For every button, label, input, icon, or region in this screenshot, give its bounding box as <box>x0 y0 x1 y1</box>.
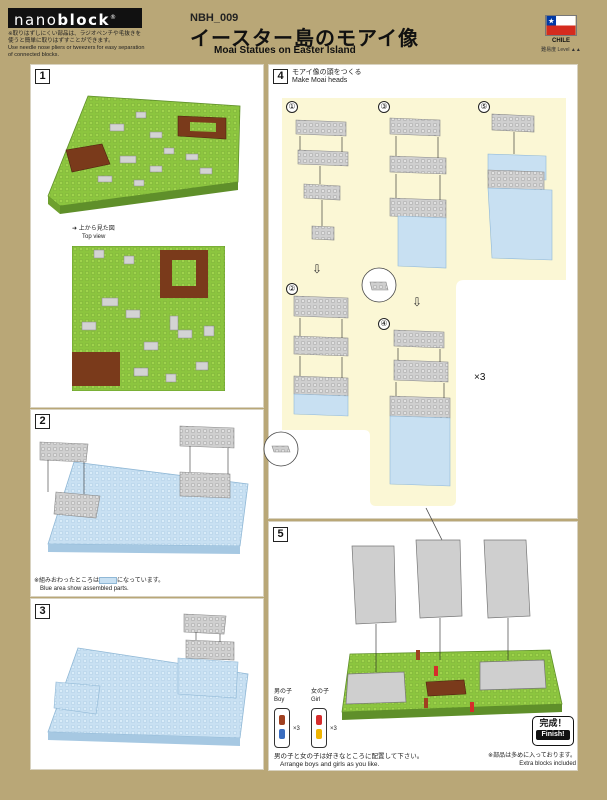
chile-flag-icon <box>545 15 577 36</box>
step-3-assembly <box>47 613 249 746</box>
level-icon: ▲▲ <box>570 47 581 53</box>
step-4-title: モアイ像の頭をつくる Make Moai heads <box>292 69 362 84</box>
sub-step-5: ⑤ <box>478 101 490 113</box>
finish-badge: 完成！ Finish! <box>532 716 574 746</box>
girl-figure-box <box>311 708 327 748</box>
boy-figure-icon <box>279 715 285 725</box>
connector-line <box>425 507 445 545</box>
sub-step-3: ③ <box>378 101 390 113</box>
step-5-finished-model <box>341 539 563 720</box>
country-label: CHILE <box>552 38 570 44</box>
step-number-2: 2 <box>35 414 50 429</box>
callout-small-brick-mid <box>361 267 397 303</box>
step-4-multiplier: ×3 <box>474 372 486 383</box>
top-view-caption: ➜ 上から見た図 Top view <box>72 226 115 240</box>
step-1-baseplate-iso <box>47 95 241 214</box>
step-1-top-view <box>72 246 225 391</box>
sub-step-4-bricks <box>389 329 451 487</box>
step-number-1: 1 <box>35 69 50 84</box>
sub-step-2-bricks <box>293 295 349 417</box>
step-number-5: 5 <box>273 527 288 542</box>
brand-logo: nanoblock® <box>8 8 142 29</box>
level-indicator: 難易度 Level ▲▲ <box>541 47 581 53</box>
girl-figure-icon-2 <box>316 729 322 739</box>
sub-step-1: ① <box>286 101 298 113</box>
callout-small-brick-left <box>263 431 299 467</box>
extra-blocks-note: ※部品は多めに入っております。 Extra blocks included <box>488 753 576 767</box>
step-number-4: 4 <box>273 69 288 84</box>
girl-label: 女の子 Girl <box>311 689 330 703</box>
sub-step-4: ④ <box>378 318 390 330</box>
step-2-assembly <box>39 425 249 554</box>
page-title-jp: イースター島のモアイ像 <box>190 28 419 50</box>
step-2-note: ※組みおわったところはになっています。 Blue area show assem… <box>34 577 165 592</box>
step-number-3: 3 <box>35 604 50 619</box>
sub-step-3-bricks <box>389 117 447 269</box>
arrow-down-2-icon: ⇩ <box>412 295 423 309</box>
arrow-down-icon: ➜ <box>72 226 78 232</box>
arrow-down-1-icon: ⇩ <box>312 262 323 276</box>
arrange-note: 男の子と女の子は好きなところに配置して下さい。 Arrange boys and… <box>274 753 424 768</box>
sub-step-5-head <box>487 113 553 261</box>
boy-multiplier: ×3 <box>293 726 300 732</box>
model-number: NBH_009 <box>190 12 239 24</box>
sub-step-2: ② <box>286 283 298 295</box>
boy-figure-box <box>274 708 290 748</box>
pliers-note: ※取りはずしにくい部品は、ラジオペンチや毛抜きを 使うと簡単に取りはずすことがで… <box>8 31 145 58</box>
blue-swatch-icon <box>99 577 118 584</box>
page-title-en: Moai Statues on Easter Island <box>214 45 356 56</box>
boy-label: 男の子 Boy <box>274 689 293 703</box>
girl-figure-icon <box>316 715 322 725</box>
sub-step-1-bricks <box>295 119 349 241</box>
boy-figure-icon-2 <box>279 729 285 739</box>
girl-multiplier: ×3 <box>330 726 337 732</box>
